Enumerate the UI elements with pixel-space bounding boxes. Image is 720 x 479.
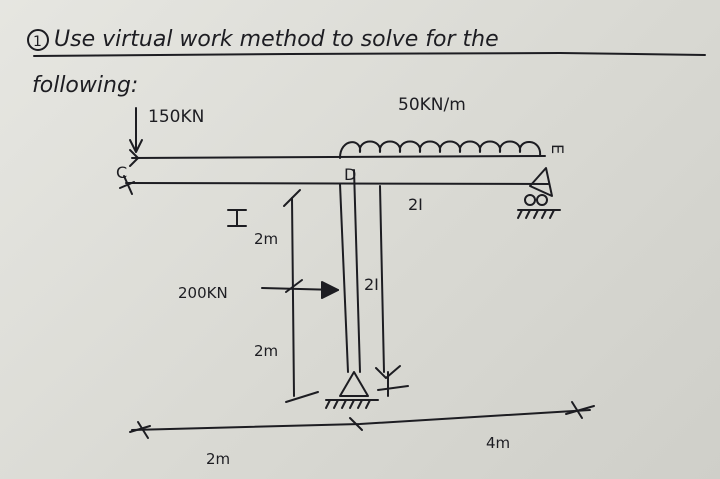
dim-label-span-right: 4m [486, 434, 510, 452]
member-label-column: 2I [364, 275, 379, 294]
dim-label-upper: 2m [254, 230, 278, 248]
dim-label-lower: 2m [254, 342, 278, 360]
section-mark-i [227, 209, 247, 227]
dim-horizontal-tick-right [565, 401, 595, 419]
problem-statement-line2: following: [32, 73, 138, 98]
node-c-marker [129, 149, 139, 167]
roller-support-triangle [529, 167, 553, 197]
pin-support-triangle [339, 371, 369, 397]
problem-number: 1 [33, 34, 42, 50]
dim-horizontal-line [131, 409, 591, 431]
member-label-de: 2I [408, 195, 423, 214]
point-load-150-arrowhead [129, 139, 143, 153]
dim-vertical-line [291, 197, 295, 397]
point-load-200-arrowhead [321, 281, 339, 299]
beam-line-top [131, 155, 546, 159]
dim-tick-bottom [285, 391, 319, 403]
left-dim-tick [119, 175, 135, 195]
dim-horizontal-tick-mid [349, 417, 363, 431]
node-label-d: D [344, 165, 356, 184]
problem-statement-line1: Use virtual work method to solve for the [54, 27, 499, 52]
node-label-c: C [116, 163, 127, 182]
dim-horizontal-tick-left [129, 421, 151, 439]
dim-tick-top [283, 189, 301, 207]
udl-loops [339, 140, 542, 159]
column-right-line [353, 169, 361, 373]
roller-wheel-left [524, 194, 536, 206]
column-left-line [339, 183, 349, 373]
problem-number-circle [27, 29, 49, 51]
load-label-150kn: 150KN [148, 107, 204, 127]
node-label-e: E [548, 144, 567, 154]
load-label-200kn: 200KN [178, 284, 228, 302]
column-base-mark [375, 365, 409, 397]
title-underline [33, 52, 706, 57]
load-label-udl: 50KN/m [398, 95, 466, 115]
beam-line-bottom [125, 182, 549, 185]
roller-wheel-right [536, 194, 548, 206]
roller-hatch [517, 209, 555, 219]
dim-tick-mid [285, 279, 303, 293]
dim-label-span-left: 2m [206, 450, 230, 468]
column-offset-line [379, 185, 385, 373]
pin-support-hatch [325, 399, 371, 409]
